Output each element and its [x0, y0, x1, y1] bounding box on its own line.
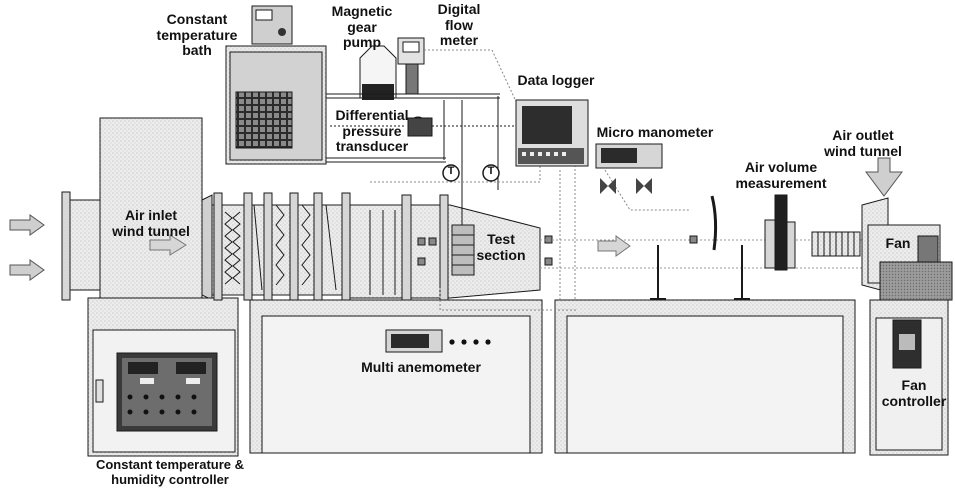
pump-line-3: pump	[342, 34, 382, 51]
label-micro-manometer: Micro manometer	[596, 124, 714, 140]
th-controller-line-2: humidity controller	[111, 471, 229, 487]
test-section-line-1: Test	[487, 231, 515, 247]
outlet-fan-assembly	[811, 157, 953, 301]
data-logger-device	[515, 99, 589, 167]
bath-line-1: Constant	[166, 11, 228, 27]
label-air-inlet-wind-tunnel: Air inlet wind tunnel	[100, 207, 202, 239]
constant-temperature-bath	[225, 5, 327, 165]
air-outlet-line-2: wind tunnel	[824, 142, 902, 159]
pump-line-1: Magnetic	[331, 3, 393, 19]
bath-line-3: bath	[182, 42, 212, 59]
label-differential-pressure-transducer: Differential pressure transducer	[326, 107, 418, 155]
fan-controller-line-2: controller	[881, 392, 947, 409]
flowmeter-line-3: meter	[439, 32, 479, 49]
flowmeter-line-2: flow	[445, 16, 473, 33]
pump-line-2: gear	[347, 18, 377, 35]
label-fan: Fan	[885, 235, 911, 251]
water-piping	[326, 93, 520, 225]
label-air-outlet-wind-tunnel: Air outlet wind tunnel	[813, 127, 913, 159]
label-digital-flow-meter: Digital flow meter	[428, 1, 490, 49]
thermocouple-markers	[442, 164, 500, 182]
fan-controller-line-1: Fan	[901, 377, 927, 393]
label-fan-controller: Fan controller	[874, 377, 954, 409]
air-inlet-line-2: wind tunnel	[112, 222, 190, 239]
inlet-duct-section	[211, 192, 353, 301]
multi-anemometer-device	[385, 329, 491, 353]
signal-wiring	[370, 49, 690, 311]
air-volume-line-1: Air volume	[744, 159, 818, 175]
label-constant-temperature-bath: Constant temperature bath	[148, 11, 246, 59]
bath-line-2: temperature	[156, 26, 238, 43]
air-outlet-line-1: Air outlet	[832, 127, 894, 143]
thermocouple-label-1: T	[447, 165, 455, 177]
thermocouple-label-2: T	[487, 165, 495, 177]
flowmeter-line-1: Digital	[437, 1, 481, 17]
test-section-line-2: section	[476, 246, 526, 263]
fan-controller-stand	[869, 299, 949, 456]
label-data-logger: Data logger	[517, 72, 595, 88]
inlet-air-arrows	[9, 214, 45, 281]
support-tables	[249, 299, 856, 454]
label-multi-anemometer: Multi anemometer	[361, 359, 481, 375]
label-magnetic-gear-pump: Magnetic gear pump	[326, 3, 398, 51]
dpt-line-2: pressure	[342, 122, 402, 139]
air-volume-line-2: measurement	[735, 174, 827, 191]
label-air-volume-measurement: Air volume measurement	[726, 159, 836, 191]
micro-manometer-device	[595, 143, 663, 194]
air-volume-nozzle	[764, 194, 796, 271]
dpt-line-1: Differential	[335, 107, 409, 123]
air-inlet-line-1: Air inlet	[124, 207, 178, 223]
pump-and-flowmeter	[359, 37, 433, 137]
dpt-line-3: transducer	[335, 138, 409, 155]
label-test-section: Test section	[472, 231, 530, 263]
th-controller-line-1: Constant temperature &	[95, 457, 245, 472]
label-temperature-humidity-controller: Constant temperature & humidity controll…	[60, 457, 280, 487]
temperature-humidity-controller-cabinet	[87, 297, 239, 457]
